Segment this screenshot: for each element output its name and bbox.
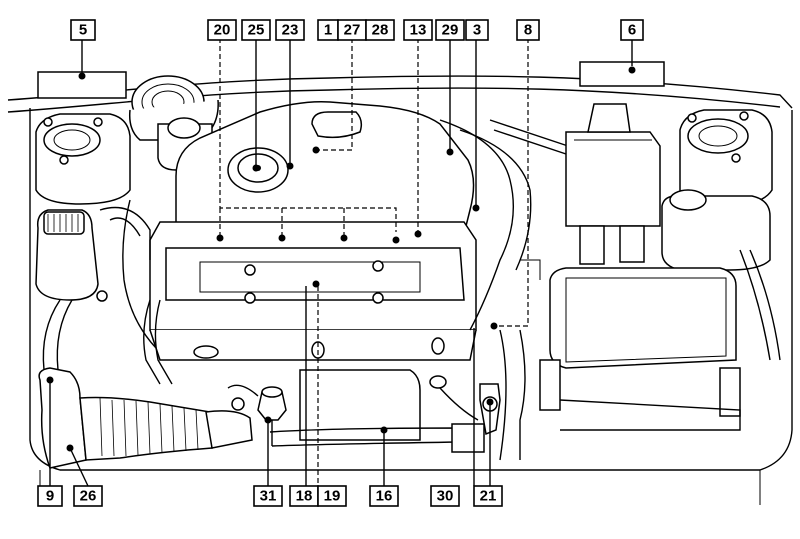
label-1-text: 1 bbox=[324, 22, 332, 39]
pad-right-6 bbox=[579, 61, 665, 87]
label-23: 23 bbox=[275, 19, 305, 41]
label-28-text: 28 bbox=[372, 22, 389, 39]
label-31-text: 31 bbox=[260, 488, 277, 505]
label-26: 26 bbox=[73, 485, 103, 507]
engine-cover bbox=[175, 100, 475, 227]
label-16: 16 bbox=[369, 485, 399, 507]
label-29-text: 29 bbox=[442, 22, 459, 39]
callout-dots bbox=[46, 66, 636, 452]
label-29: 29 bbox=[435, 19, 465, 41]
label-27-text: 27 bbox=[344, 22, 361, 39]
cylinder-head bbox=[149, 221, 477, 361]
label-25: 25 bbox=[241, 19, 271, 41]
strut-tower-left bbox=[35, 113, 131, 205]
label-9-text: 9 bbox=[46, 488, 54, 505]
label-21: 21 bbox=[473, 485, 503, 507]
label-25-text: 25 bbox=[248, 22, 265, 39]
label-28: 28 bbox=[365, 19, 395, 41]
label-8: 8 bbox=[516, 19, 540, 41]
label-6-text: 6 bbox=[628, 22, 636, 39]
label-13: 13 bbox=[403, 19, 433, 41]
coolant-reservoir-left bbox=[35, 209, 99, 301]
cables-right bbox=[520, 249, 781, 361]
label-9: 9 bbox=[37, 485, 63, 507]
label-30: 30 bbox=[430, 485, 460, 507]
dipstick-tube bbox=[96, 290, 173, 385]
intake-manifold bbox=[269, 369, 485, 453]
label-5-text: 5 bbox=[79, 22, 87, 39]
body-outline bbox=[7, 61, 793, 505]
brake-fluid-reservoir bbox=[661, 189, 771, 271]
label-23-text: 23 bbox=[282, 22, 299, 39]
label-20-text: 20 bbox=[214, 22, 231, 39]
label-16-text: 16 bbox=[376, 488, 393, 505]
label-19: 19 bbox=[317, 485, 347, 507]
label-3: 3 bbox=[465, 19, 489, 41]
label-19-text: 19 bbox=[324, 488, 341, 505]
label-8-text: 8 bbox=[524, 22, 532, 39]
label-1: 1 bbox=[317, 19, 339, 41]
label-26-text: 26 bbox=[80, 488, 97, 505]
label-31: 31 bbox=[253, 485, 283, 507]
fuse-box bbox=[565, 103, 661, 265]
label-3-text: 3 bbox=[473, 22, 481, 39]
label-5: 5 bbox=[70, 19, 96, 41]
sensor-assembly bbox=[227, 384, 287, 446]
label-27: 27 bbox=[337, 19, 367, 41]
air-intake-hose bbox=[38, 367, 253, 469]
label-13-text: 13 bbox=[410, 22, 427, 39]
label-18-text: 18 bbox=[296, 488, 313, 505]
label-6: 6 bbox=[620, 19, 644, 41]
label-21-text: 21 bbox=[480, 488, 497, 505]
battery bbox=[539, 267, 741, 431]
label-30-text: 30 bbox=[437, 488, 454, 505]
hoses bbox=[42, 119, 621, 461]
leader-lines bbox=[49, 38, 633, 487]
label-20: 20 bbox=[207, 19, 237, 41]
label-18: 18 bbox=[289, 485, 319, 507]
